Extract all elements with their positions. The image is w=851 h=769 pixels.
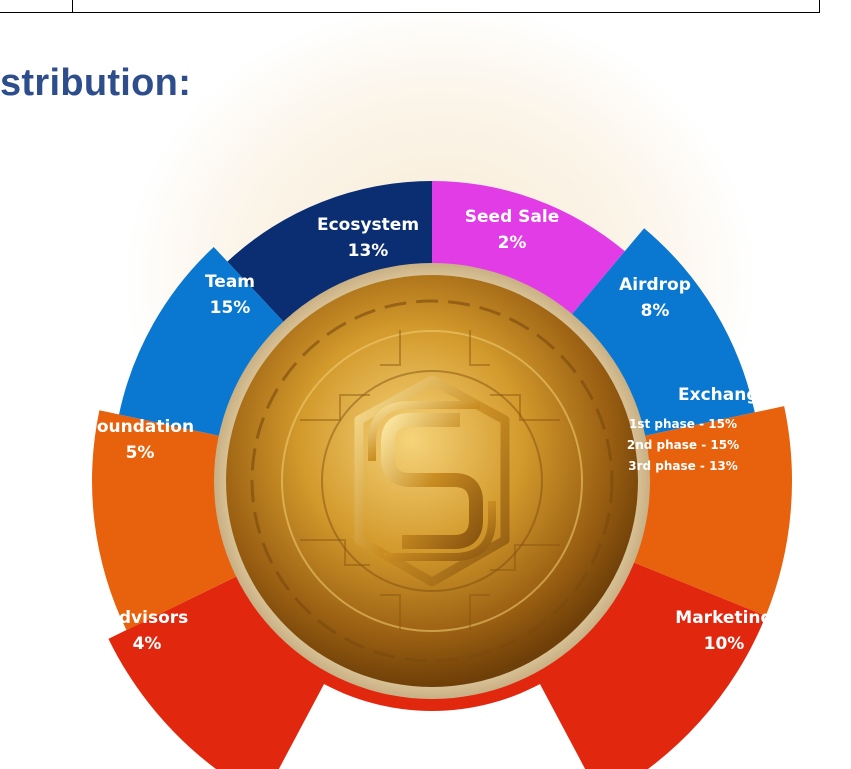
section-heading: stribution:	[0, 62, 192, 104]
slice-label-exchange: Exchange	[678, 385, 770, 405]
slice-label-advisors: Advisors	[106, 608, 189, 628]
table-column-divider	[72, 0, 73, 12]
table-bottom-edge	[0, 0, 820, 13]
slice-detail-1: 1st phase - 15%	[629, 417, 737, 431]
gold-coin-logo	[214, 263, 650, 699]
slice-value-ecosystem: 13%	[348, 241, 389, 261]
slice-label-team: Team	[205, 272, 255, 292]
slice-label-foundation: Foundation	[86, 417, 194, 437]
slice-value-team: 15%	[210, 298, 251, 318]
slice-detail-2: 2nd phase - 15%	[627, 438, 739, 452]
slice-label-airdrop: Airdrop	[619, 275, 691, 295]
slice-value-airdrop: 8%	[641, 301, 670, 321]
slice-value-foundation: 5%	[126, 443, 155, 463]
slice-value-marketing: 10%	[704, 634, 745, 654]
slice-label-marketing: Marketing	[675, 608, 772, 628]
slice-label-ecosystem: Ecosystem	[317, 215, 419, 235]
slice-detail-3: 3rd phase - 13%	[628, 459, 738, 473]
coin-symbol-icon	[354, 375, 510, 587]
slice-value-seed-sale: 2%	[498, 233, 527, 253]
slice-value-advisors: 4%	[133, 634, 162, 654]
slice-label-seed-sale: Seed Sale	[465, 207, 559, 227]
